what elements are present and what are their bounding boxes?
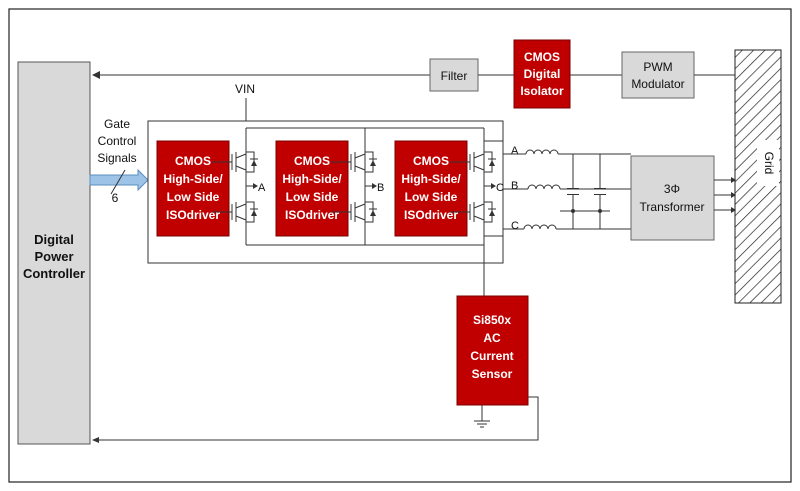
gate-label-3: Signals bbox=[97, 151, 136, 165]
vin-label: VIN bbox=[235, 82, 255, 96]
phase-node-arrowhead bbox=[372, 183, 377, 189]
inductor-c bbox=[523, 224, 557, 230]
pwm-label-1: PWM bbox=[643, 60, 672, 74]
gate-count: 6 bbox=[112, 191, 119, 205]
driver-2-label-1: CMOS bbox=[294, 154, 330, 168]
igbt-diode-wire bbox=[365, 151, 374, 173]
igbt-emitter bbox=[354, 165, 366, 176]
sensor-feedback-line bbox=[93, 396, 539, 441]
driver-2-label-3: Low Side bbox=[286, 190, 339, 204]
driver-1-label-1: CMOS bbox=[175, 154, 211, 168]
filter-label: Filter bbox=[441, 69, 468, 83]
transformer-grid-arrows bbox=[714, 177, 736, 213]
igbt-emitter bbox=[235, 165, 247, 176]
grid-block: Grid bbox=[734, 49, 782, 304]
isolator-label-3: Isolator bbox=[520, 84, 564, 98]
wire-a-leg bbox=[484, 140, 504, 154]
sensor-label-2: AC bbox=[483, 331, 501, 345]
output-label-a: A bbox=[511, 145, 519, 157]
transformer-label-1: 3Φ bbox=[664, 182, 680, 196]
driver-1-label-2: High-Side/ bbox=[163, 172, 223, 186]
phase-node-b: B bbox=[377, 182, 384, 194]
pwm-modulator-block: PWM Modulator bbox=[621, 51, 695, 99]
controller-label-1: Digital bbox=[34, 232, 74, 247]
phase-node-arrowhead bbox=[253, 183, 258, 189]
isolator-label-1: CMOS bbox=[524, 50, 560, 64]
igbt-collector bbox=[235, 198, 247, 209]
output-label-b: B bbox=[511, 180, 518, 192]
driver-1-label-4: ISOdriver bbox=[166, 208, 220, 222]
isodriver-1: CMOS High-Side/ Low Side ISOdriver bbox=[156, 140, 230, 237]
filter-block: Filter bbox=[429, 58, 479, 92]
isodriver-2: CMOS High-Side/ Low Side ISOdriver bbox=[275, 140, 349, 237]
inductor-a bbox=[525, 149, 559, 155]
bus-slash bbox=[110, 169, 126, 195]
driver-3-label-3: Low Side bbox=[405, 190, 458, 204]
driver-2-label-2: High-Side/ bbox=[282, 172, 342, 186]
sensor-feedback-arrowhead bbox=[92, 437, 99, 443]
gate-control-signals: Gate Control Signals 6 bbox=[89, 117, 149, 205]
igbt-diode-wire bbox=[246, 201, 255, 223]
driver-2-label-4: ISOdriver bbox=[285, 208, 339, 222]
igbt-emitter bbox=[354, 215, 366, 226]
igbt-collector bbox=[354, 148, 366, 159]
igbt-collector bbox=[354, 198, 366, 209]
igbt-switch-5 bbox=[464, 198, 496, 226]
wire-c-leg bbox=[484, 229, 504, 237]
controller-label-2: Power bbox=[34, 249, 73, 264]
driver-3-label-1: CMOS bbox=[413, 154, 449, 168]
phase-node-a: A bbox=[258, 182, 266, 194]
igbt-switch-2 bbox=[345, 148, 377, 176]
transformer-label-2: Transformer bbox=[640, 200, 705, 214]
lc-filter-network bbox=[484, 140, 631, 237]
igbt-diode-wire bbox=[246, 151, 255, 173]
digital-power-controller: Digital Power Controller bbox=[17, 61, 91, 445]
transformer-block: 3Φ Transformer bbox=[630, 155, 715, 241]
controller-label-3: Controller bbox=[23, 266, 85, 281]
igbt-emitter bbox=[235, 215, 247, 226]
igbt-collector bbox=[235, 148, 247, 159]
current-sensor-block: Si850x AC Current Sensor bbox=[456, 295, 529, 406]
igbt-switch-1 bbox=[226, 198, 258, 226]
igbt-switch-3 bbox=[345, 198, 377, 226]
phase-node-arrowhead bbox=[491, 183, 496, 189]
isolator-label-2: Digital bbox=[524, 67, 561, 81]
pwm-label-2: Modulator bbox=[631, 77, 684, 91]
gate-label-2: Control bbox=[98, 134, 137, 148]
sensor-label-1: Si850x bbox=[473, 313, 511, 327]
sensor-label-4: Sensor bbox=[472, 367, 513, 381]
driver-3-label-4: ISOdriver bbox=[404, 208, 458, 222]
igbt-diode-wire bbox=[484, 151, 493, 173]
gate-label-1: Gate bbox=[104, 117, 130, 131]
phase-node-c: C bbox=[496, 182, 504, 194]
isodriver-3: CMOS High-Side/ Low Side ISOdriver bbox=[394, 140, 468, 237]
igbt-diode-wire bbox=[365, 201, 374, 223]
grid-label: Grid bbox=[762, 152, 776, 175]
digital-isolator-block: CMOS Digital Isolator bbox=[513, 39, 571, 109]
igbt-switch-0 bbox=[226, 148, 258, 176]
output-label-c: C bbox=[511, 220, 519, 232]
ground-icon bbox=[474, 405, 490, 428]
inductor-b bbox=[527, 184, 561, 190]
driver-3-label-2: High-Side/ bbox=[401, 172, 461, 186]
driver-1-label-3: Low Side bbox=[167, 190, 220, 204]
sensor-label-3: Current bbox=[470, 349, 513, 363]
igbt-diode-wire bbox=[484, 201, 493, 223]
